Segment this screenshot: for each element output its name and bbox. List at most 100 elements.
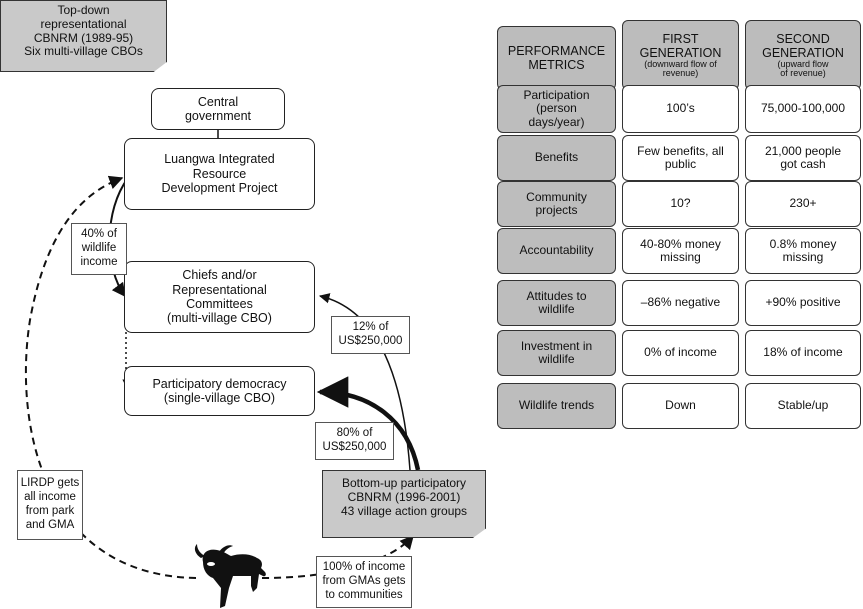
cell-value: 75,000-100,000	[760, 101, 846, 116]
label-80-percent: 80% of US$250,000	[315, 422, 394, 460]
metric-line: Community	[526, 189, 587, 204]
label-80-line-1: 80% of	[336, 427, 373, 440]
header-first-line-2: GENERATION	[639, 45, 722, 60]
cell-value: public	[664, 157, 697, 171]
label-lirdp-line-2: all income	[24, 491, 76, 504]
label-40-line-3: income	[80, 255, 118, 268]
label-lirdp-line-4: and GMA	[25, 518, 75, 531]
chiefs-line-2: Representational	[172, 282, 267, 297]
top-flag-line-2: representational	[40, 16, 127, 31]
row-attitudes-second: +90% positive	[745, 280, 861, 326]
row-community-projects-second: 230+	[745, 181, 861, 227]
central-government-box: Central government	[151, 88, 285, 130]
label-12-line-2: US$250,000	[338, 335, 403, 347]
header-second-line-1: SECOND	[776, 31, 830, 46]
lirdp-box: Luangwa Integrated Resource Development …	[124, 138, 315, 210]
metric-line: projects	[535, 203, 578, 217]
top-flag-line-1: Top-down	[57, 3, 110, 17]
row-community-projects-first: 10?	[622, 181, 739, 227]
cell-value: Down	[665, 398, 696, 413]
label-12-percent: 12% of US$250,000	[331, 316, 410, 354]
chiefs-line-4: (multi-village CBO)	[167, 311, 272, 326]
cell-value: missing	[660, 250, 701, 264]
row-accountability-metric: Accountability	[497, 228, 616, 274]
header-first-generation: FIRST GENERATION (downward flow of reven…	[622, 20, 739, 90]
cell-value: 21,000 people	[764, 143, 842, 158]
central-gov-line-1: Central	[197, 94, 239, 109]
top-flag-line-4: Six multi-village CBOs	[24, 44, 143, 59]
metric-line: (person	[536, 101, 577, 116]
header-first-sub-1: (downward flow of	[644, 58, 717, 69]
bottom-flag-line-2: CBNRM (1996-2001)	[347, 489, 461, 504]
label-lirdp-all-income: LIRDP gets all income from park and GMA	[17, 470, 83, 540]
row-accountability-second: 0.8% money missing	[745, 228, 861, 274]
header-first-sub-2: revenue)	[662, 68, 699, 78]
metric-line: Benefits	[534, 150, 579, 165]
row-wildlife-trends-second: Stable/up	[745, 383, 861, 429]
cell-value: +90% positive	[765, 295, 841, 310]
top-flag-line-3: CBNRM (1989-95)	[33, 30, 134, 45]
cell-value: got cash	[780, 157, 826, 171]
cell-value: 230+	[789, 196, 817, 211]
label-100-line-2: from GMAs gets	[322, 575, 406, 588]
row-investment-first: 0% of income	[622, 330, 739, 376]
label-40-line-2: wildlife	[81, 242, 117, 255]
header-first-line-1: FIRST	[662, 31, 699, 46]
row-accountability-first: 40-80% money missing	[622, 228, 739, 274]
metric-line: wildlife	[538, 352, 575, 366]
buffalo-icon	[194, 544, 266, 608]
row-benefits-metric: Benefits	[497, 135, 616, 181]
lirdp-line-2: Resource	[192, 166, 247, 181]
participatory-democracy-box: Participatory democracy (single-village …	[124, 366, 315, 416]
row-wildlife-trends-first: Down	[622, 383, 739, 429]
row-benefits-first: Few benefits, all public	[622, 135, 739, 181]
label-80-line-2: US$250,000	[322, 441, 387, 453]
row-wildlife-trends-metric: Wildlife trends	[497, 383, 616, 429]
top-down-cbnrm-banner: Top-down representational CBNRM (1989-95…	[0, 0, 167, 72]
arrow-income-to-lirdp	[24, 175, 197, 579]
metric-line: Investment in	[520, 338, 593, 353]
cell-value: 40-80% money	[640, 236, 721, 251]
bottom-up-cbnrm-banner: Bottom-up participatory CBNRM (1996-2001…	[322, 470, 486, 538]
metric-line: Attitudes to	[526, 288, 587, 303]
label-lirdp-line-3: from park	[25, 505, 75, 517]
cell-value: Stable/up	[777, 398, 829, 413]
label-40-percent: 40% of wildlife income	[71, 223, 127, 275]
header-second-sub-2: of revenue)	[780, 68, 826, 78]
metric-line: Wildlife trends	[518, 398, 595, 413]
header-metrics-line-1: PERFORMANCE	[507, 44, 606, 58]
header-metrics-line-2: METRICS	[528, 58, 585, 72]
cell-value: 100’s	[666, 101, 695, 116]
label-12-line-1: 12% of	[352, 321, 389, 334]
row-attitudes-first: –86% negative	[622, 280, 739, 326]
participatory-line-1: Participatory democracy	[152, 376, 287, 391]
cell-value: 0% of income	[644, 345, 717, 360]
row-participation-first: 100’s	[622, 85, 739, 133]
chiefs-line-3: Committees	[186, 297, 253, 311]
header-second-line-2: GENERATION	[762, 45, 844, 60]
row-attitudes-metric: Attitudes to wildlife	[497, 280, 616, 326]
cell-value: missing	[782, 250, 824, 264]
row-investment-metric: Investment in wildlife	[497, 330, 616, 376]
header-performance-metrics: PERFORMANCE METRICS	[497, 26, 616, 90]
header-second-generation: SECOND GENERATION (upward flow of revenu…	[745, 20, 861, 90]
label-lirdp-line-1: LIRDP gets	[20, 477, 80, 490]
lirdp-line-3: Development Project	[161, 181, 278, 196]
bottom-flag-line-1: Bottom-up participatory	[341, 476, 467, 490]
metric-line: wildlife	[538, 302, 575, 316]
cell-value: 0.8% money	[769, 236, 837, 251]
row-investment-second: 18% of income	[745, 330, 861, 376]
label-100-percent: 100% of income from GMAs gets to communi…	[316, 556, 412, 608]
participatory-line-2: (single-village CBO)	[163, 391, 276, 405]
row-participation-second: 75,000-100,000	[745, 85, 861, 133]
label-100-line-3: to communities	[325, 588, 403, 601]
metric-line: Participation	[523, 87, 590, 102]
metric-line: Accountability	[519, 243, 594, 258]
cell-value: –86% negative	[640, 295, 721, 310]
chiefs-committees-box: Chiefs and/or Representational Committee…	[124, 261, 315, 333]
cell-value: Few benefits, all	[637, 143, 724, 158]
row-community-projects-metric: Community projects	[497, 181, 616, 227]
lirdp-line-1: Luangwa Integrated	[164, 152, 275, 167]
row-participation-metric: Participation (person days/year)	[497, 85, 616, 133]
